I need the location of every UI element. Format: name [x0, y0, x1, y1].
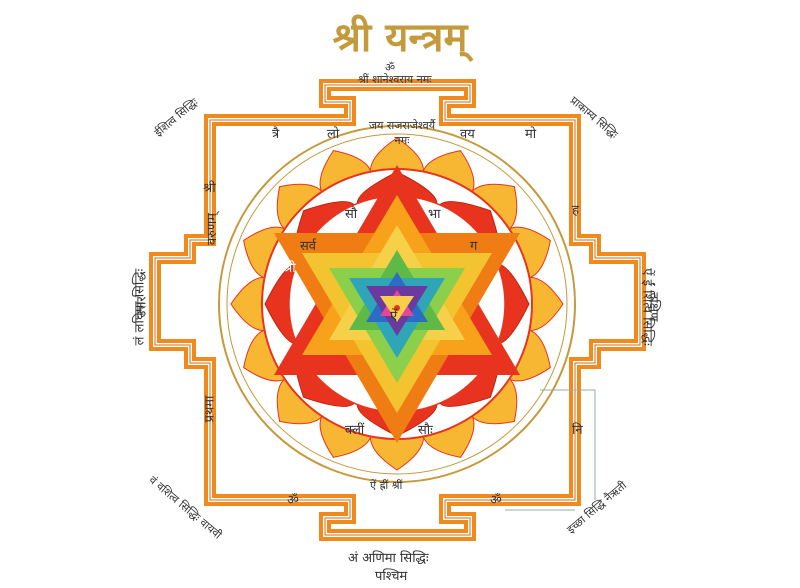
- gate-letter: ॐ: [287, 493, 299, 508]
- gate-letter: त्रै: [272, 127, 280, 142]
- lotus-petal: [230, 276, 269, 332]
- bottom-siddhi-label: अं अणिमा सिद्धिः: [348, 551, 429, 566]
- bindu: [394, 305, 400, 311]
- lotus-petal: [469, 376, 518, 425]
- lotus-petal: [505, 328, 551, 382]
- lotus-petal: [469, 183, 518, 232]
- lotus-petal: [421, 412, 475, 458]
- inner-bija: क्लीं: [345, 423, 365, 438]
- gate-letter: ह: [572, 203, 579, 218]
- lotus-petal: [243, 226, 289, 280]
- lotus-petal: [243, 328, 289, 382]
- lotus-petal: [319, 150, 373, 196]
- gate-letter: लो: [327, 127, 340, 142]
- gate-letter: मो: [525, 127, 537, 142]
- top-mantra-label: श्रीं शानेश्वराय नमः: [358, 73, 432, 86]
- inner-bija: भा: [428, 207, 441, 222]
- sixteen-petal-lotus: [230, 137, 564, 471]
- top-inner-mantra: जय राजराजेश्वर्यै नमः: [368, 119, 436, 147]
- gate-letter: नि: [572, 423, 583, 438]
- inner-bija: श्री: [283, 261, 296, 276]
- lotus-petal: [421, 150, 475, 196]
- gate-letter: ॐ: [490, 493, 502, 508]
- gate-letter: वरुणम्: [205, 212, 221, 246]
- bottom-mantra: ऐं ह्रीं श्रीं: [370, 479, 403, 492]
- lotus-petal: [505, 226, 551, 280]
- gate-letter: प्रथमा: [202, 395, 218, 423]
- lotus-petal: [276, 376, 325, 425]
- inner-bija: सर्व: [300, 239, 317, 254]
- lotus-petal: [369, 137, 425, 176]
- direction-north: उत्तर: [134, 296, 150, 318]
- inner-bija: ऐं: [390, 309, 398, 324]
- inner-bija: वा: [492, 303, 503, 318]
- direction-west: पश्चिम: [375, 569, 408, 584]
- lotus-petal: [525, 276, 564, 332]
- inner-bija: सौः: [418, 423, 433, 438]
- page-title: श्री यन्त्रम्: [332, 14, 468, 61]
- outer-triangles: [274, 165, 520, 443]
- inner-bija: सौ: [345, 207, 358, 222]
- om-label: ॐ: [385, 61, 396, 74]
- lotus-petal: [319, 412, 373, 458]
- lotus-petal: [369, 432, 425, 471]
- gate-letter: वय: [460, 127, 475, 142]
- direction-south: दक्षिण: [645, 292, 661, 322]
- gate-letter: श्री: [203, 181, 216, 196]
- inner-bija: ग: [470, 239, 478, 254]
- lotus-petal: [276, 183, 325, 232]
